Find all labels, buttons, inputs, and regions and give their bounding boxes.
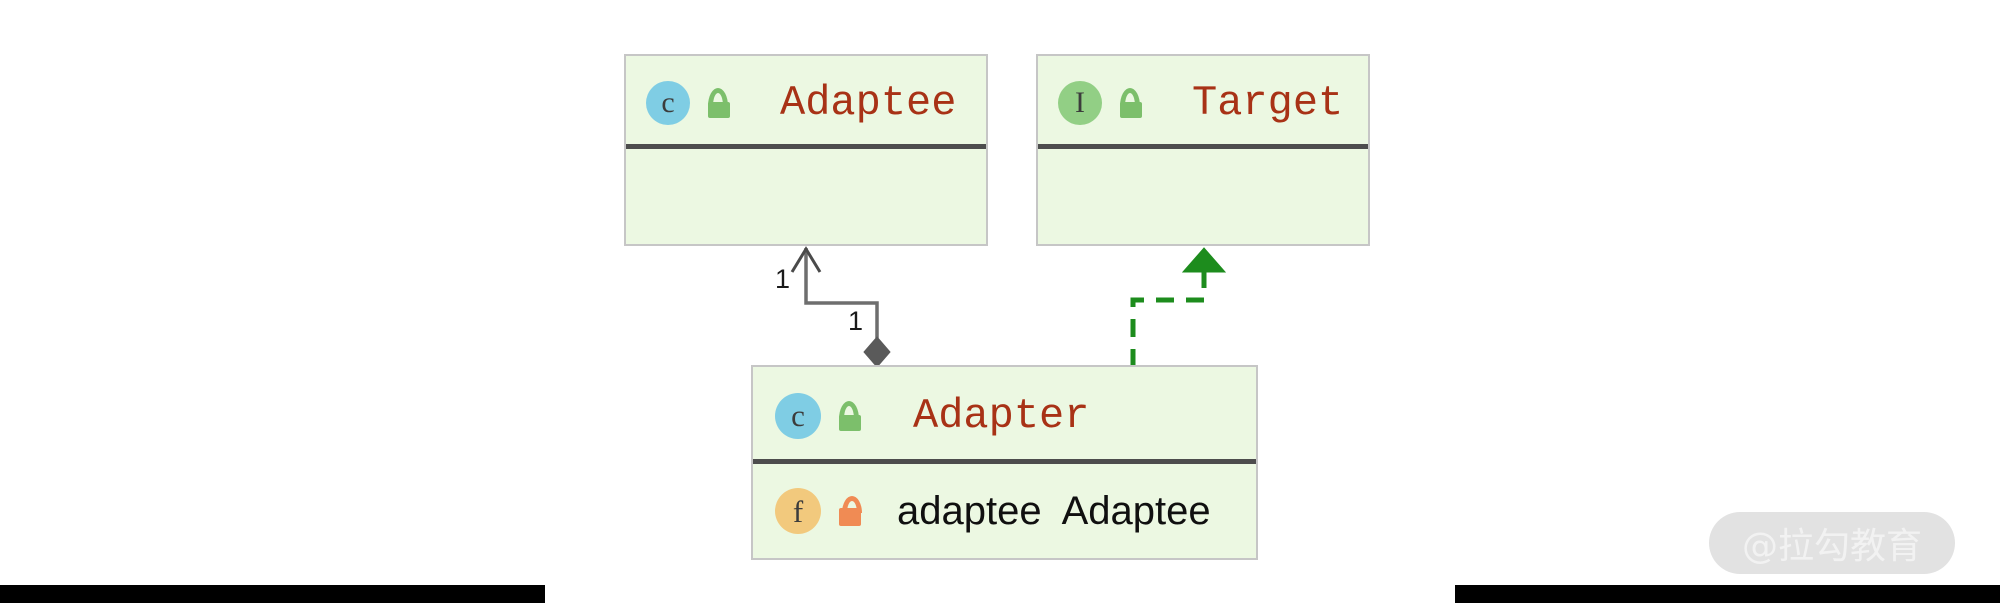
class-name-target: Target (1192, 78, 1344, 127)
field-row-adaptee[interactable]: f adaptee Adaptee (753, 464, 1256, 558)
class-name-adapter: Adapter (913, 391, 1090, 440)
realization-filled-triangle-icon (1181, 247, 1227, 273)
class-header-adaptee: c Adaptee (626, 56, 986, 149)
aggregation-open-arrowhead-icon (790, 246, 822, 273)
unlocked-padlock-icon (704, 87, 730, 118)
watermark-badge: @拉勾教育 (1709, 512, 1955, 574)
class-stereotype-icon: c (775, 392, 821, 439)
relationship-aggregation-adapter-adaptee[interactable] (790, 246, 891, 368)
class-header-adapter: c Adapter (753, 367, 1256, 464)
aggregation-line (804, 248, 879, 338)
realization-dashed-line (1130, 272, 1207, 367)
unlocked-padlock-icon (1116, 87, 1142, 118)
field-signature-adaptee: adaptee Adaptee (897, 488, 1211, 533)
field-stereotype-icon: f (775, 488, 821, 534)
multiplicity-label-adapter-end: 1 (848, 306, 864, 336)
multiplicity-label-adaptee-end: 1 (775, 264, 791, 294)
interface-stereotype-icon: I (1058, 80, 1102, 125)
class-name-adaptee: Adaptee (780, 78, 957, 127)
watermark-text: @拉勾教育 (1741, 526, 1922, 567)
locked-padlock-icon (837, 496, 863, 526)
class-stereotype-icon: c (646, 80, 690, 125)
class-box-target[interactable]: I Target (1036, 54, 1370, 246)
class-members-target (1038, 149, 1368, 244)
class-box-adapter[interactable]: c Adapter f adaptee Adaptee (751, 365, 1258, 560)
class-box-adaptee[interactable]: c Adaptee (624, 54, 988, 246)
class-header-target: I Target (1038, 56, 1368, 149)
unlocked-padlock-icon (835, 400, 861, 431)
class-members-adaptee (626, 149, 986, 244)
relationship-realization-adapter-target[interactable] (1130, 247, 1227, 367)
letterbox-bar-right (1455, 585, 2000, 603)
letterbox-bar-left (0, 585, 545, 603)
aggregation-filled-diamond-icon (863, 336, 891, 368)
